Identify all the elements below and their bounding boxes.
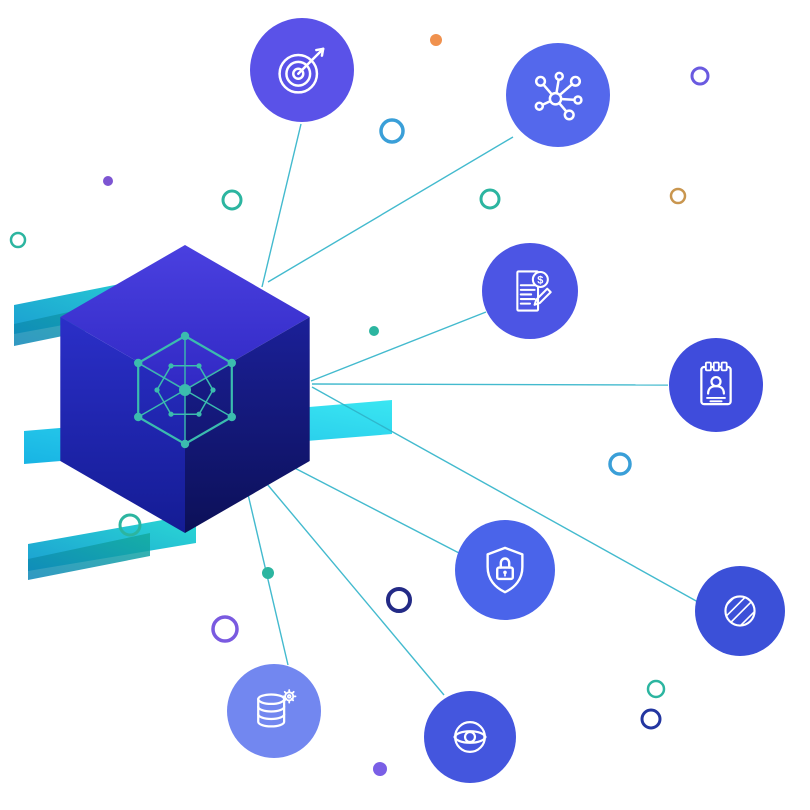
node-circle-contacts [669,338,763,432]
node-data [227,664,321,758]
decor-layer [9,34,710,776]
node-contract [482,243,578,339]
connection-line-network [267,136,514,283]
node-circle-security [455,520,555,620]
node-network [506,43,610,147]
decor-dot [430,34,442,46]
connection-line-contacts [311,383,669,386]
node-globe [424,691,516,783]
decor-ring [9,231,27,249]
decor-ring [669,187,687,205]
node-circle-contract [482,243,578,339]
decor-ring [386,587,412,613]
decor-ring [640,708,662,730]
wireframe-nodes [134,331,236,449]
decor-ring [118,513,142,537]
speed-flag [28,533,150,580]
connection-line-sphere [311,386,699,603]
cube-left-face [60,317,185,533]
node-circle-globe [424,691,516,783]
decor-dot [103,176,113,186]
connection-line-security [282,461,460,554]
node-target [250,18,354,122]
node-circle-sphere [695,566,785,656]
node-security [455,520,555,620]
decor-dot [373,762,387,776]
decor-ring [221,189,243,211]
node-contacts [669,338,763,432]
connection-line-contract [310,311,487,382]
connection-line-target [261,123,302,288]
network-cube-icon [134,331,236,449]
decor-dot [369,326,379,336]
feature-nodes-layer [227,18,785,783]
decor-ring [646,679,666,699]
decor-ring [211,615,239,643]
decor-ring [690,66,710,86]
cube-right-face [185,317,310,533]
node-sphere [695,566,785,656]
decor-dot [262,567,274,579]
hub-cube [60,245,310,533]
decor-ring [379,118,405,144]
wireframe-spokes [137,336,233,444]
decor-ring [479,188,501,210]
decor-ring [608,452,632,476]
connection-line-globe [261,477,445,696]
